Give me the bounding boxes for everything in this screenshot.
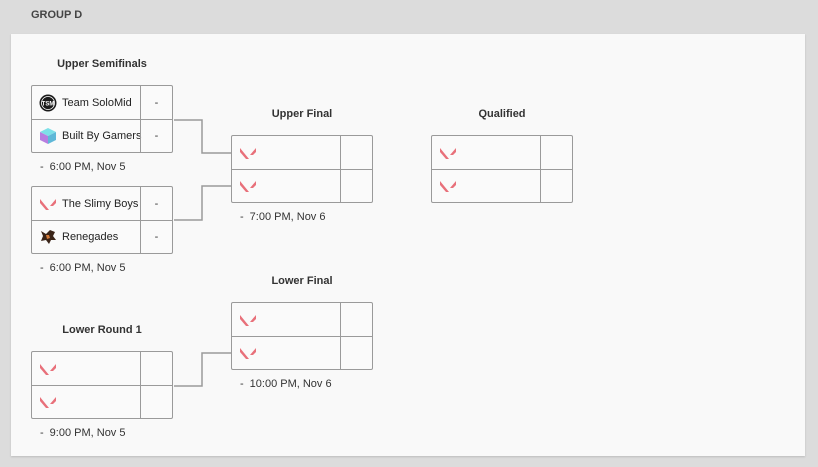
valorant-logo-icon bbox=[39, 195, 57, 213]
team-slot[interactable]: Renegades - bbox=[32, 220, 172, 253]
valorant-logo-icon bbox=[239, 177, 257, 195]
round-title-lower-final: Lower Final bbox=[271, 275, 333, 287]
valorant-logo-icon bbox=[439, 177, 457, 195]
time-text: 9:00 PM, Nov 5 bbox=[49, 427, 126, 439]
team-score bbox=[140, 385, 172, 418]
match-time: -7:00 PM, Nov 6 bbox=[240, 211, 326, 223]
team-score bbox=[340, 169, 372, 202]
match-time: -10:00 PM, Nov 6 bbox=[240, 378, 332, 390]
renegades-logo-icon bbox=[39, 228, 57, 246]
valorant-logo-icon bbox=[239, 344, 257, 362]
match-lower-final[interactable] bbox=[231, 302, 373, 370]
time-dash: - bbox=[40, 427, 44, 439]
tsm-logo-icon: TSM bbox=[39, 94, 57, 112]
team-score bbox=[340, 136, 372, 169]
team-score bbox=[540, 169, 572, 202]
connector-lr1-lf bbox=[174, 352, 231, 387]
team-score: - bbox=[140, 86, 172, 119]
team-score: - bbox=[140, 119, 172, 152]
team-name: The Slimy Boys bbox=[62, 197, 139, 210]
bbg-logo-icon bbox=[39, 127, 57, 145]
team-slot[interactable]: TSM Team SoloMid - bbox=[32, 86, 172, 120]
round-title-qualified: Qualified bbox=[478, 108, 526, 120]
time-text: 6:00 PM, Nov 5 bbox=[49, 161, 126, 173]
team-name: Renegades bbox=[62, 230, 119, 243]
match-upper-semifinal-1[interactable]: TSM Team SoloMid - Built By Gamers - bbox=[31, 85, 173, 153]
valorant-logo-icon bbox=[239, 144, 257, 162]
team-slot[interactable] bbox=[232, 303, 372, 337]
round-title-lower-round-1: Lower Round 1 bbox=[62, 324, 142, 336]
team-score bbox=[140, 352, 172, 385]
team-slot[interactable] bbox=[432, 136, 572, 170]
team-slot[interactable] bbox=[232, 169, 372, 202]
team-slot[interactable]: Built By Gamers - bbox=[32, 119, 172, 152]
match-time: -9:00 PM, Nov 5 bbox=[40, 427, 126, 439]
team-score: - bbox=[140, 220, 172, 253]
team-name: Built By Gamers bbox=[62, 129, 142, 142]
connector-usf2-uf bbox=[174, 185, 231, 221]
time-text: 6:00 PM, Nov 5 bbox=[49, 262, 126, 274]
team-score: - bbox=[140, 187, 172, 220]
bracket-panel: Upper Semifinals Upper Final Qualified L… bbox=[11, 34, 805, 456]
team-slot[interactable] bbox=[32, 352, 172, 386]
match-time: -6:00 PM, Nov 5 bbox=[40, 161, 126, 173]
team-slot[interactable] bbox=[232, 136, 372, 170]
team-score bbox=[540, 136, 572, 169]
round-title-upper-semifinals: Upper Semifinals bbox=[57, 58, 147, 70]
match-upper-semifinal-2[interactable]: The Slimy Boys - Renegades - bbox=[31, 186, 173, 254]
valorant-logo-icon bbox=[239, 311, 257, 329]
team-name: Team SoloMid bbox=[62, 96, 132, 109]
team-score bbox=[340, 336, 372, 369]
team-slot[interactable]: The Slimy Boys - bbox=[32, 187, 172, 221]
valorant-logo-icon bbox=[439, 144, 457, 162]
time-dash: - bbox=[40, 161, 44, 173]
time-dash: - bbox=[40, 262, 44, 274]
group-title: GROUP D bbox=[31, 9, 83, 21]
team-slot[interactable] bbox=[432, 169, 572, 202]
match-qualified[interactable] bbox=[431, 135, 573, 203]
time-text: 10:00 PM, Nov 6 bbox=[249, 378, 332, 390]
match-lower-round-1[interactable] bbox=[31, 351, 173, 419]
time-dash: - bbox=[240, 378, 244, 390]
time-dash: - bbox=[240, 211, 244, 223]
team-score bbox=[340, 303, 372, 336]
team-slot[interactable] bbox=[32, 385, 172, 418]
round-title-upper-final: Upper Final bbox=[271, 108, 333, 120]
valorant-logo-icon bbox=[39, 393, 57, 411]
time-text: 7:00 PM, Nov 6 bbox=[249, 211, 326, 223]
match-time: -6:00 PM, Nov 5 bbox=[40, 262, 126, 274]
connector-usf1-uf bbox=[174, 119, 231, 154]
team-slot[interactable] bbox=[232, 336, 372, 369]
bracket-connectors bbox=[174, 119, 231, 387]
svg-text:TSM: TSM bbox=[42, 101, 55, 107]
valorant-logo-icon bbox=[39, 360, 57, 378]
match-upper-final[interactable] bbox=[231, 135, 373, 203]
